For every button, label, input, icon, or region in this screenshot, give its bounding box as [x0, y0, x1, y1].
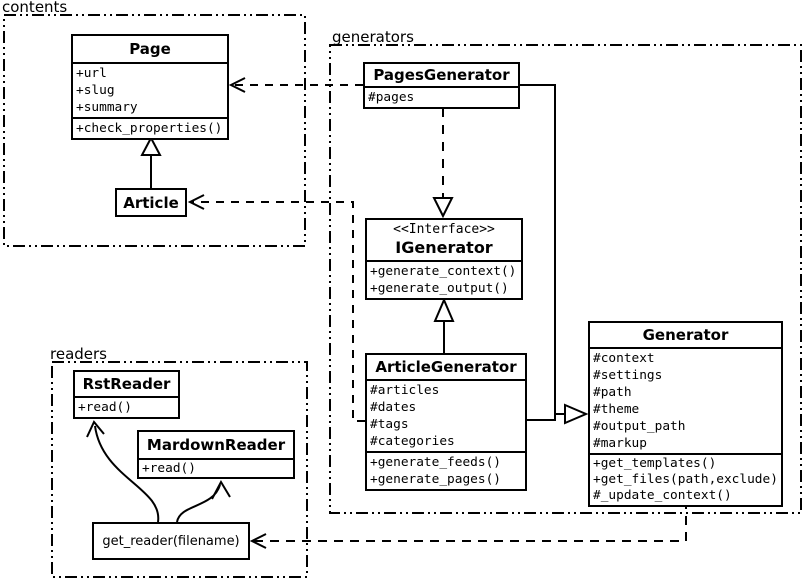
function-get-reader: get_reader(filename)	[92, 522, 250, 560]
class-articlegenerator-methods: +generate_feeds() +generate_pages()	[367, 451, 525, 489]
class-page-name: Page	[129, 40, 171, 58]
class-generator-attributes: #context #settings #path #theme #output_…	[590, 347, 781, 453]
attr-markup: #markup	[593, 436, 647, 451]
method-update-context: #_update_context()	[593, 488, 732, 503]
edge-getreader-to-mardownreader	[176, 484, 221, 523]
arrowhead-triangle-igenerator-bottom	[433, 297, 455, 322]
package-contents-frame	[3, 14, 306, 247]
method-generate-feeds: +generate_feeds()	[370, 455, 501, 470]
edge-pagesgenerator-generalizes-generator	[520, 84, 564, 415]
class-articlegenerator-name: ArticleGenerator	[375, 358, 517, 376]
class-rstreader-methods: +read()	[75, 396, 178, 417]
attr-context: #context	[593, 351, 655, 366]
method-get-templates: +get_templates()	[593, 456, 717, 471]
edge-articlegenerator-generalizes-generator	[527, 414, 556, 421]
arrowhead-open-mardownreader	[211, 479, 231, 500]
class-generator-methods: +get_templates() +get_files(path,exclude…	[590, 453, 781, 505]
attr-summary: +summary	[76, 100, 138, 115]
package-readers-label: readers	[50, 345, 107, 363]
method-generate-context: +generate_context()	[370, 264, 517, 279]
attr-categories: #categories	[370, 434, 455, 449]
package-generators-frame	[329, 44, 802, 514]
attr-settings: #settings	[593, 368, 663, 383]
class-igenerator-name: IGenerator	[395, 238, 493, 257]
class-articlegenerator-attributes: #articles #dates #tags #categories	[367, 379, 525, 451]
attr-output-path: #output_path	[593, 419, 686, 434]
arrowhead-open-page	[228, 77, 246, 93]
class-article-name: Article	[123, 193, 179, 212]
class-pagesgenerator: PagesGenerator #pages	[363, 62, 520, 109]
package-generators-label: generators	[332, 28, 414, 46]
edge-getreader-to-rstreader	[94, 425, 160, 523]
class-page-methods: +check_properties()	[73, 117, 227, 138]
arrowhead-open-getreader	[249, 533, 267, 549]
class-pagesgenerator-attributes: #pages	[365, 86, 518, 107]
method-get-files: +get_files(path,exclude)	[593, 472, 778, 487]
attr-slug: +slug	[76, 83, 115, 98]
attr-theme: #theme	[593, 402, 640, 417]
attr-url: +url	[76, 66, 107, 81]
attr-tags: #tags	[370, 417, 409, 432]
class-igenerator-stereotype: <<Interface>>	[393, 222, 495, 237]
method-check-properties: +check_properties()	[76, 121, 223, 136]
class-igenerator-header: <<Interface>> IGenerator	[367, 220, 521, 260]
class-rstreader: RstReader +read()	[73, 370, 180, 419]
method-read-mardown: +read()	[142, 461, 196, 476]
class-mardownreader: MardownReader +read()	[137, 430, 295, 479]
class-pagesgenerator-name: PagesGenerator	[373, 66, 510, 84]
class-generator-name: Generator	[642, 326, 729, 344]
package-contents-label: contents	[2, 0, 68, 16]
class-igenerator-methods: +generate_context() +generate_output()	[367, 260, 521, 298]
attr-articles: #articles	[370, 383, 440, 398]
class-rstreader-name: RstReader	[82, 375, 171, 393]
class-articlegenerator: ArticleGenerator #articles #dates #tags …	[365, 353, 527, 491]
class-page: Page +url +slug +summary +check_properti…	[71, 34, 229, 140]
method-generate-output: +generate_output()	[370, 281, 509, 296]
attr-pages: #pages	[368, 90, 415, 105]
arrowhead-triangle-page	[140, 135, 162, 156]
class-mardownreader-name: MardownReader	[146, 436, 286, 454]
attr-dates: #dates	[370, 400, 417, 415]
class-generator: Generator #context #settings #path #them…	[588, 321, 783, 507]
arrowhead-open-rstreader	[86, 420, 105, 438]
class-igenerator: <<Interface>> IGenerator +generate_conte…	[365, 218, 523, 300]
class-page-attributes: +url +slug +summary	[73, 62, 227, 117]
method-generate-pages: +generate_pages()	[370, 472, 501, 487]
class-mardownreader-methods: +read()	[139, 458, 293, 477]
package-readers-frame	[51, 361, 308, 578]
edge-generator-depends-getreader	[254, 500, 687, 542]
method-read-rst: +read()	[78, 400, 132, 415]
attr-path: #path	[593, 385, 632, 400]
edge-articlegenerator-depends-article	[192, 201, 365, 422]
class-article: Article	[115, 188, 187, 217]
arrowhead-open-article	[187, 194, 205, 210]
arrowhead-triangle-generator	[564, 403, 589, 425]
arrowhead-triangle-igenerator-top	[432, 197, 454, 219]
